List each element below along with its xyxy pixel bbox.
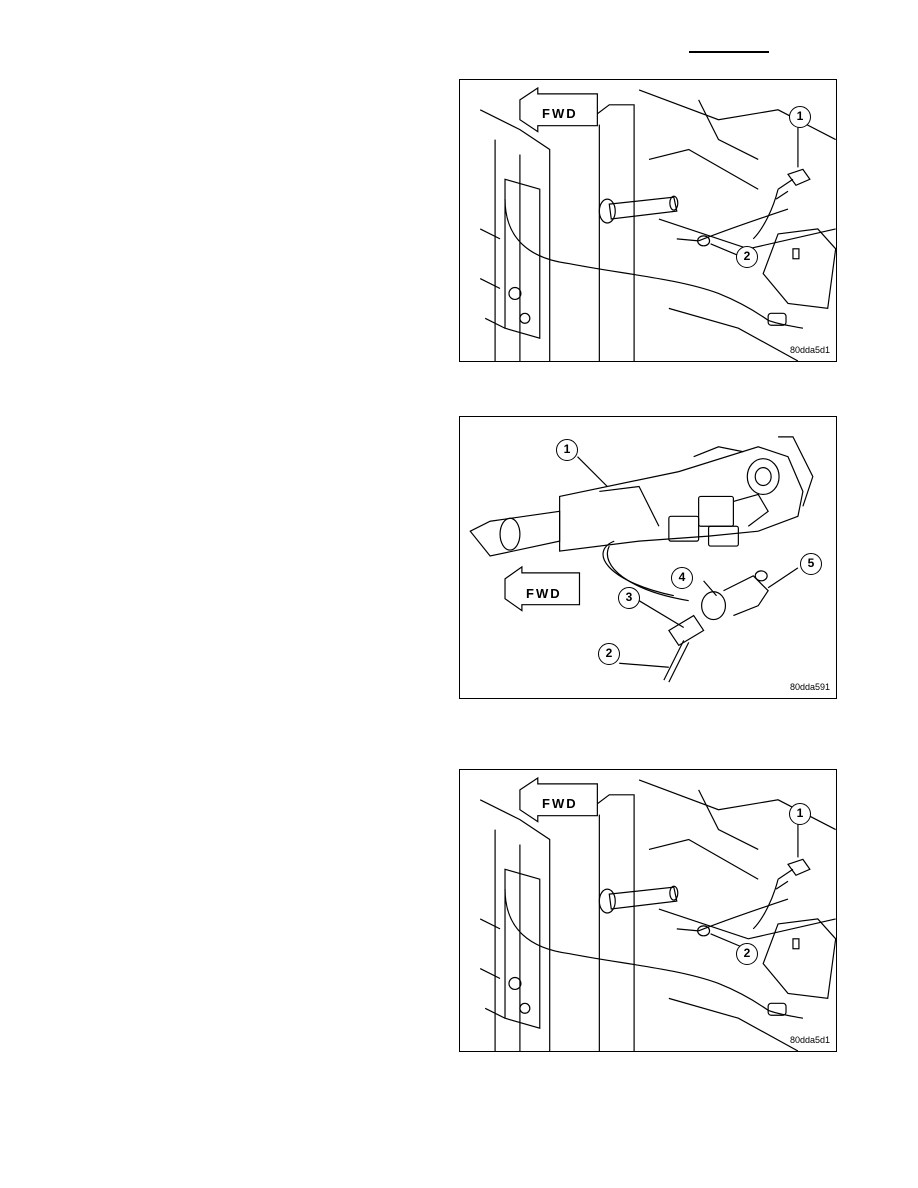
figure-3-illustration [479, 776, 836, 1051]
figure-3: FWD 1 2 80dda5d1 [459, 769, 837, 1052]
figure-2: FWD 1 2 3 4 5 80dda591 [459, 416, 837, 699]
callout-1: 1 [556, 439, 578, 461]
fwd-label: FWD [542, 796, 578, 811]
callout-3: 3 [618, 587, 640, 609]
callout-2: 2 [736, 246, 758, 268]
fwd-label: FWD [542, 106, 578, 121]
figure-1: FWD 1 2 80dda5d1 [459, 79, 837, 362]
header-rule [689, 51, 769, 53]
figure-1-illustration [479, 86, 836, 361]
callout-1: 1 [789, 803, 811, 825]
callout-2: 2 [598, 643, 620, 665]
callout-1: 1 [789, 106, 811, 128]
fwd-label: FWD [526, 586, 562, 601]
figure-id: 80dda5d1 [789, 345, 830, 355]
figure-2-illustration [469, 436, 814, 683]
figure-id: 80dda591 [789, 682, 830, 692]
callout-2: 2 [736, 943, 758, 965]
callout-4: 4 [671, 567, 693, 589]
callout-5: 5 [800, 553, 822, 575]
figure-id: 80dda5d1 [789, 1035, 830, 1045]
